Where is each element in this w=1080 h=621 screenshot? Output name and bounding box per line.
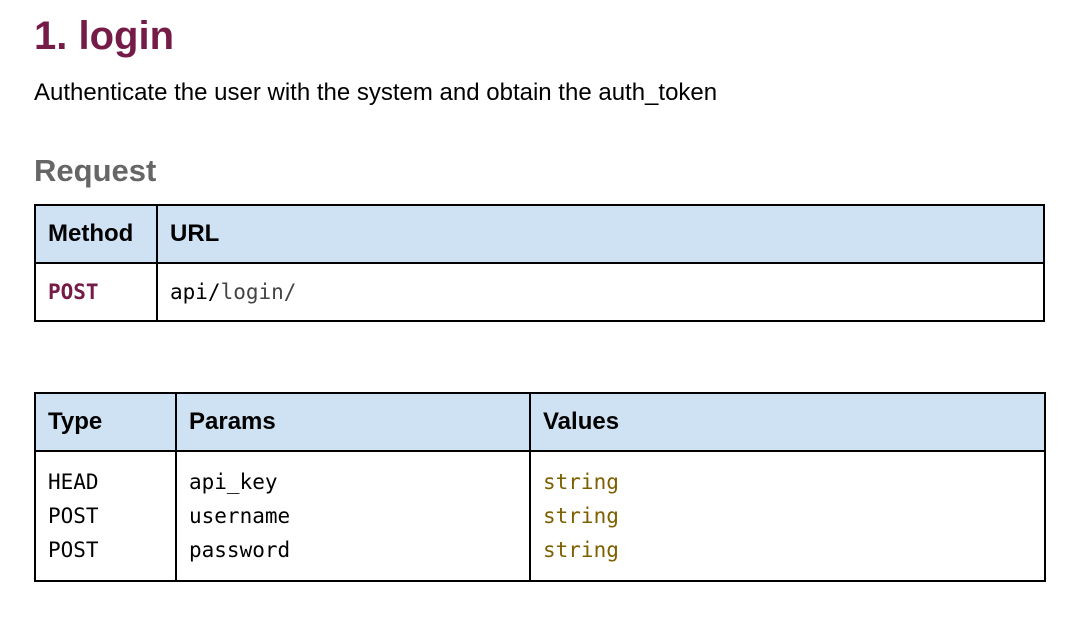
method-column-header: Method (34, 204, 158, 264)
type-column-header: Type (34, 392, 177, 452)
params-table: Type Params Values HEAD POST POST api_ke… (34, 392, 1046, 582)
param-name: password (189, 538, 291, 562)
param-value: string (543, 538, 619, 562)
params-table-header-row: Type Params Values (34, 392, 1046, 452)
param-name: username (189, 504, 291, 528)
request-table-row: POST api/login/ (34, 262, 1045, 322)
url-prefix: api/ (170, 280, 221, 304)
request-method: POST (34, 262, 158, 322)
params-table-body-row: HEAD POST POST api_key username password… (34, 450, 1046, 582)
request-heading: Request (34, 153, 157, 188)
url-path: login/ (220, 280, 297, 304)
param-value: string (543, 470, 619, 494)
request-table-header-row: Method URL (34, 204, 1045, 264)
values-cell: string string string (529, 450, 1046, 582)
param-value: string (543, 504, 619, 528)
params-column-header: Params (175, 392, 531, 452)
values-column-header: Values (529, 392, 1046, 452)
request-table: Method URL POST api/login/ (34, 204, 1045, 322)
param-type: POST (48, 538, 99, 562)
url-column-header: URL (156, 204, 1045, 264)
endpoint-description: Authenticate the user with the system an… (34, 79, 718, 106)
params-cell: api_key username password (175, 450, 531, 582)
type-cell: HEAD POST POST (34, 450, 177, 582)
param-name: api_key (189, 470, 278, 494)
request-url: api/login/ (156, 262, 1045, 322)
param-type: POST (48, 504, 99, 528)
param-type: HEAD (48, 470, 99, 494)
page-title: 1. login (34, 14, 174, 58)
